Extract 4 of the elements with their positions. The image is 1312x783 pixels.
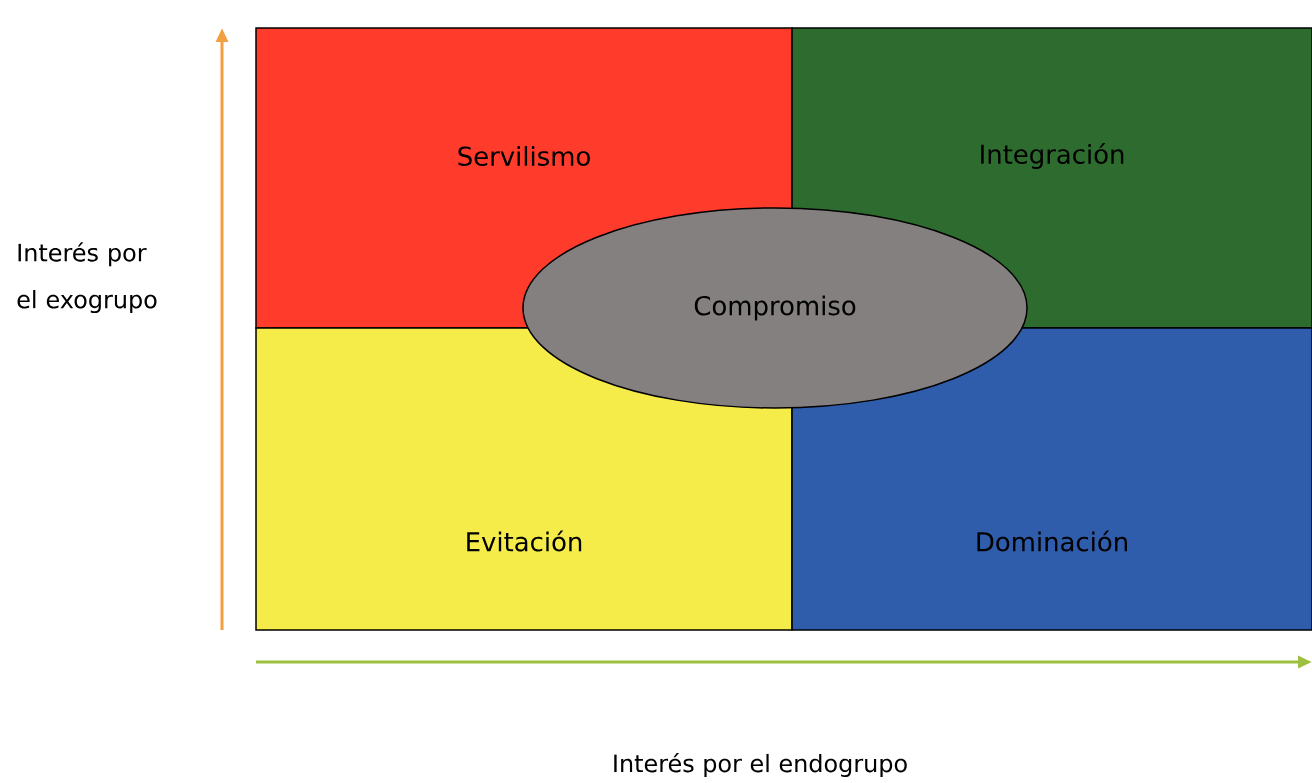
axis-label: Interés por el exogrupo — [17, 242, 157, 314]
quadrant-box: Evitación — [255, 327, 793, 631]
axis-label: Interés por el endogrupo — [614, 752, 907, 778]
quadrant-box: Dominación — [791, 327, 1312, 631]
